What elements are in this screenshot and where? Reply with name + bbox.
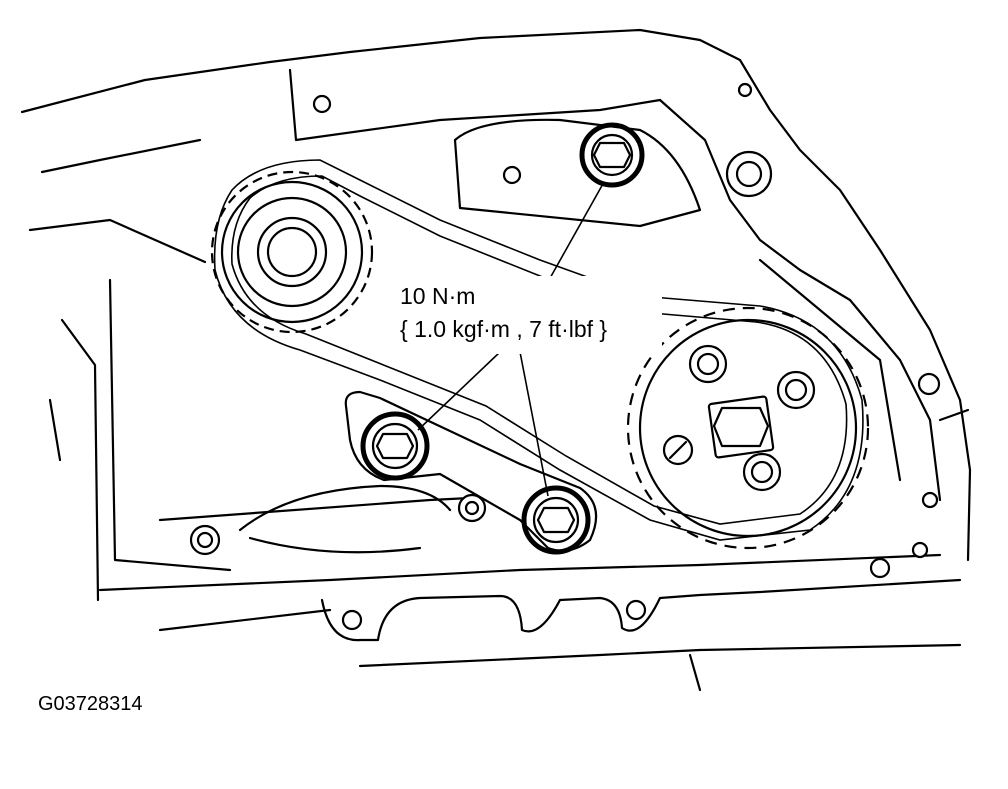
oil-pump-sprocket: [626, 306, 870, 550]
torque-callout: 10 N·m { 1.0 kgf·m , 7 ft·lbf }: [392, 276, 662, 354]
engine-block-outline: [20, 28, 972, 692]
crankshaft-sprocket: [210, 170, 374, 334]
torque-value-alt: { 1.0 kgf·m , 7 ft·lbf }: [400, 316, 608, 342]
guide-bolts: [360, 122, 645, 555]
timing-chain: [213, 159, 864, 541]
torque-value-nm: 10 N·m: [400, 283, 476, 309]
figure-id: G03728314: [38, 693, 143, 715]
chain-guide: [344, 390, 598, 552]
